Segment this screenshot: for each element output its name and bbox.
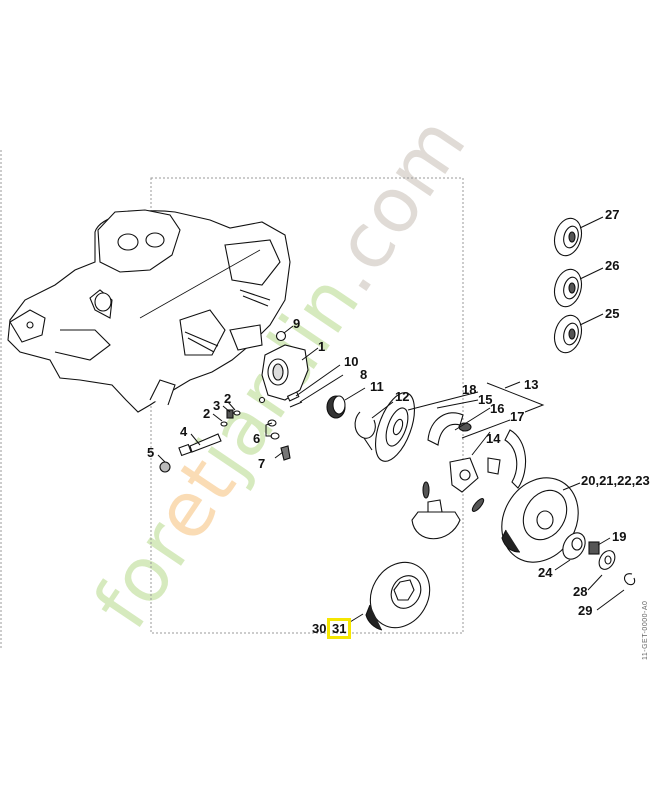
part-26-rim [553,268,583,308]
callout-13[interactable]: 13 [524,377,539,392]
callout-17[interactable]: 17 [510,409,525,424]
inner-dashed-box [150,177,464,634]
part-3-spring [226,409,234,419]
clutch-assembly [411,412,527,540]
callout-6[interactable]: 6 [253,431,261,446]
part-19-needle-cage [588,541,600,555]
callout-29[interactable]: 29 [578,603,593,618]
part-5-nut [159,461,171,473]
part-15-shoe [427,412,464,446]
callout-5[interactable]: 5 [147,445,155,460]
callout-30[interactable]: 30 [312,621,327,636]
callout-7[interactable]: 7 [258,456,266,471]
callout-24[interactable]: 24 [538,565,553,580]
callout-2-lower[interactable]: 2 [203,406,211,421]
part-9-nut [275,330,287,342]
reference-code: 11-GET-0000-A0 [642,600,649,660]
callout-9[interactable]: 9 [293,316,301,331]
part-12-spring [354,411,376,439]
part-29-e-clip [623,573,636,586]
callout-18[interactable]: 18 [462,382,477,397]
callout-20-21-22-23[interactable]: 20,21,22,23 [581,473,650,488]
part-25-rim [553,314,583,354]
callout-27[interactable]: 27 [605,207,620,222]
callout-14[interactable]: 14 [486,431,501,446]
callout-2-upper[interactable]: 2 [224,391,232,406]
callout-3[interactable]: 3 [213,398,221,413]
callout-8[interactable]: 8 [360,367,368,382]
callout-16[interactable]: 16 [490,401,505,416]
part-2-washer-a [233,410,241,416]
part-18-cover [375,392,415,462]
leader-lines [157,216,625,623]
part-2-washer-b [220,421,228,427]
part-31-spur-drum [365,561,431,631]
part-4-shaft [189,433,222,453]
callout-26[interactable]: 26 [605,258,620,273]
callout-1[interactable]: 1 [318,339,326,354]
callout-4[interactable]: 4 [180,424,188,439]
part-20-clutch-drum [501,477,579,563]
part-7-valve [280,445,291,461]
sprocket-rims [553,217,583,354]
engine-crankcase-drawing [7,209,291,413]
callout-11[interactable]: 11 [370,379,384,394]
callout-10[interactable]: 10 [344,354,359,369]
callout-28[interactable]: 28 [573,584,588,599]
callout-25[interactable]: 25 [605,306,620,321]
callout-12[interactable]: 12 [395,389,410,404]
part-27-rim [553,217,583,257]
callout-31-highlighted[interactable]: 31 [326,618,352,639]
callout-15[interactable]: 15 [478,392,493,407]
callout-19[interactable]: 19 [612,529,627,544]
part-8-pin [289,401,303,408]
